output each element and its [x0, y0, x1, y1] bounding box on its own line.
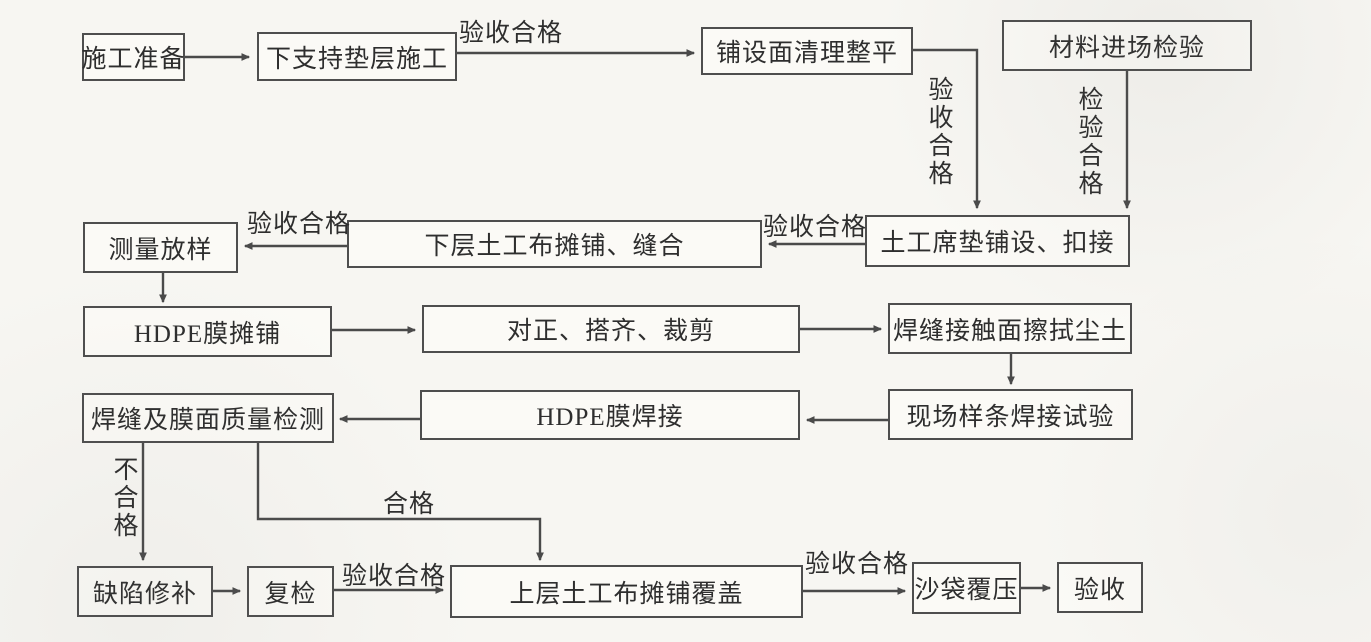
node-acceptance: 验收: [1057, 562, 1143, 613]
edge-label-inspection-pass-vertical: 检验合格: [1075, 86, 1102, 198]
node-surface-cleaning-leveling: 铺设面清理整平: [701, 27, 913, 75]
node-weld-membrane-quality-inspection: 焊缝及膜面质量检测: [82, 393, 334, 443]
edge-label-acceptance-pass-vertical: 验收合格: [925, 76, 952, 188]
node-defect-repair: 缺陷修补: [77, 566, 213, 617]
node-material-entry-inspection: 材料进场检验: [1002, 20, 1252, 71]
node-construction-prep: 施工准备: [82, 33, 185, 81]
node-lower-cushion-construction: 下支持垫层施工: [257, 32, 457, 81]
node-align-overlap-trim: 对正、搭齐、裁剪: [422, 305, 800, 353]
arrow-quality-check-pass-to-upper-geotextile: [256, 443, 544, 562]
node-recheck: 复检: [247, 566, 334, 617]
edge-label-acceptance-pass-row2-left: 验收合格: [246, 211, 351, 238]
arrow-surface-clean-to-mat-laying: [913, 48, 981, 210]
node-survey-layout: 测量放样: [83, 222, 238, 273]
node-geomat-laying-buckling: 土工席垫铺设、扣接: [865, 215, 1130, 267]
node-sandbag-surcharge: 沙袋覆压: [912, 562, 1021, 614]
node-weld-surface-dust-wipe: 焊缝接触面擦拭尘土: [888, 303, 1132, 354]
node-hdpe-membrane-welding: HDPE膜焊接: [420, 390, 800, 440]
edge-label-acceptance-pass-row2-right: 验收合格: [762, 214, 867, 241]
node-field-sample-weld-test: 现场样条焊接试验: [888, 389, 1133, 440]
edge-label-acceptance-pass-bottom-left: 验收合格: [341, 563, 446, 590]
edge-label-acceptance-pass-bottom-right: 验收合格: [804, 551, 909, 578]
edge-label-fail-vertical: 不合格: [110, 456, 137, 540]
edge-label-pass-mid: 合格: [382, 491, 435, 518]
node-hdpe-membrane-laying: HDPE膜摊铺: [83, 306, 332, 357]
node-lower-geotextile-laying-sewing: 下层土工布摊铺、缝合: [347, 220, 762, 268]
node-upper-geotextile-cover: 上层土工布摊铺覆盖: [450, 565, 803, 618]
edge-label-acceptance-pass-top: 验收合格: [458, 20, 563, 47]
